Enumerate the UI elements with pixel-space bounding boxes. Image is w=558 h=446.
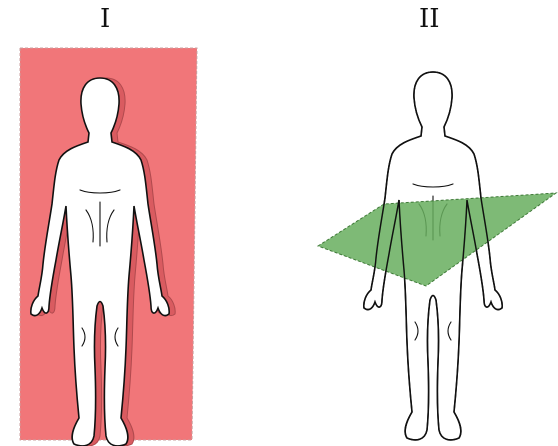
panel-1-group xyxy=(20,48,197,446)
panel-2-group xyxy=(318,72,556,440)
transverse-plane xyxy=(318,193,556,286)
